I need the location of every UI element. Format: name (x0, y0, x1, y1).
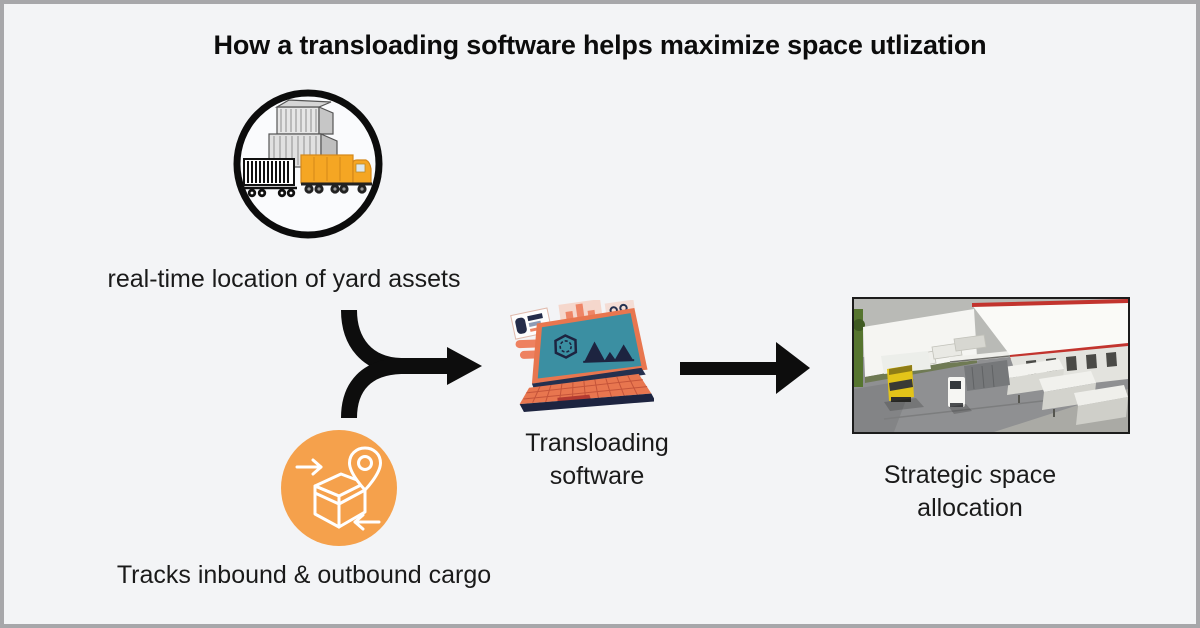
screen (537, 313, 642, 379)
page-title: How a transloading software helps maximi… (213, 30, 987, 60)
mountain-chart (583, 341, 635, 363)
cargo-tracking-label: Tracks inbound & outbound cargo (116, 561, 492, 589)
trailer-icon (241, 158, 297, 198)
hexagon-widget (554, 334, 578, 359)
laptop-base (519, 393, 654, 412)
right-arrow-icon (680, 342, 810, 394)
software-label: Transloading software (525, 429, 669, 490)
merge-arrow-icon (341, 309, 482, 419)
yellow-truck (881, 351, 931, 402)
warehouse-dock-photo (852, 297, 1130, 434)
inbound-arrow-icon (295, 458, 323, 476)
transloading-software-illustration (510, 300, 654, 412)
yard-assets-label: real-time location of yard assets (107, 265, 461, 293)
docked-trailers (1004, 359, 1128, 425)
yard-assets-icon (233, 89, 383, 239)
grass (854, 309, 863, 387)
allocation-label: Strategic space allocation (883, 461, 1057, 522)
outbound-arrow-icon (353, 513, 381, 531)
box-tape-line (313, 488, 367, 506)
location-pin-icon (347, 446, 383, 493)
cargo-tracking-icon (281, 430, 397, 546)
box-right-face (337, 481, 367, 529)
truck-icon (300, 154, 372, 194)
right-building (972, 301, 1128, 355)
white-truck (948, 360, 1010, 407)
